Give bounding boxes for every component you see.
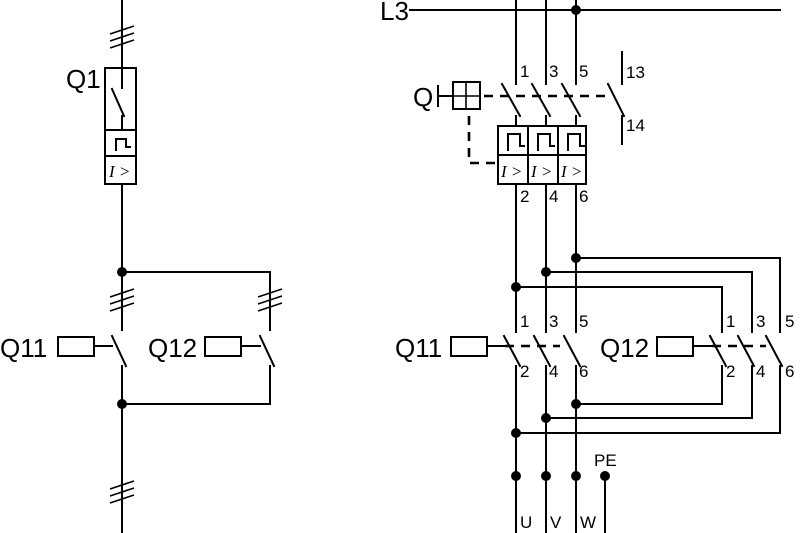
q12-label: Q12 [148,333,197,363]
q-label: Q [413,82,433,112]
q11-terminal-5: 5 [579,312,588,331]
q-terminal-3: 3 [549,62,558,81]
q-terminal-5: 5 [579,62,588,81]
junction-dot [541,413,551,423]
overcurrent-trip-label: I > [108,162,130,181]
terminal-u [511,471,521,481]
q11-terminal-2: 2 [520,362,529,381]
q-aux-14: 14 [626,116,645,135]
q1-label: Q1 [66,64,101,94]
q12-terminal-5: 5 [785,312,794,331]
trip-label-1: I > [500,162,522,181]
trip-unit-block [497,125,587,185]
q12-terminal-3: 3 [756,312,765,331]
q11-terminal-4: 4 [549,362,558,381]
output-w-label: W [580,513,596,532]
contactor-q12-symbol [204,334,276,405]
q11-terminal-3: 3 [549,312,558,331]
trip-label-2: I > [530,162,552,181]
contactor-q11-symbol [57,334,128,405]
q-terminal-6: 6 [579,187,588,206]
output-u-label: U [520,513,532,532]
q11-terminal-1: 1 [520,312,529,331]
q11-terminal-6: 6 [579,362,588,381]
l3-label: L3 [380,0,409,26]
trip-label-3: I > [560,162,582,181]
junction-dot [511,282,521,292]
junction-dot [571,399,581,409]
contactor-q11-coil [450,336,560,357]
three-phase-tick [109,288,135,312]
three-phase-tick [109,480,135,504]
q-terminal-1: 1 [520,62,529,81]
q-terminal-4: 4 [549,187,558,206]
single-line-diagram: Q1 I > Q11 Q12 [0,0,283,533]
terminal-v [541,471,551,481]
terminal-w [571,471,581,481]
q-terminal-2: 2 [520,187,529,206]
q12-terminal-1: 1 [726,312,735,331]
q11-label: Q11 [0,333,47,363]
trip-link [467,116,497,165]
handwheel-icon [437,81,481,110]
breaker-q1-symbol [104,67,137,185]
pe-label: PE [594,451,617,470]
q-aux-13: 13 [626,63,645,82]
junction-dot [541,267,551,277]
q12-label-right: Q12 [600,333,649,363]
three-phase-tick [109,25,135,49]
q12-terminal-6: 6 [785,362,794,381]
q11-label-right: Q11 [395,333,442,363]
junction-dot [511,428,521,438]
junction-dot [571,253,581,263]
contactor-q12-coil [656,336,766,357]
three-phase-tick [257,288,283,312]
q12-terminal-2: 2 [726,362,735,381]
multi-line-diagram: L3 1 3 5 Q 13 14 [380,0,794,533]
q12-terminal-4: 4 [756,362,765,381]
output-v-label: V [550,513,562,532]
